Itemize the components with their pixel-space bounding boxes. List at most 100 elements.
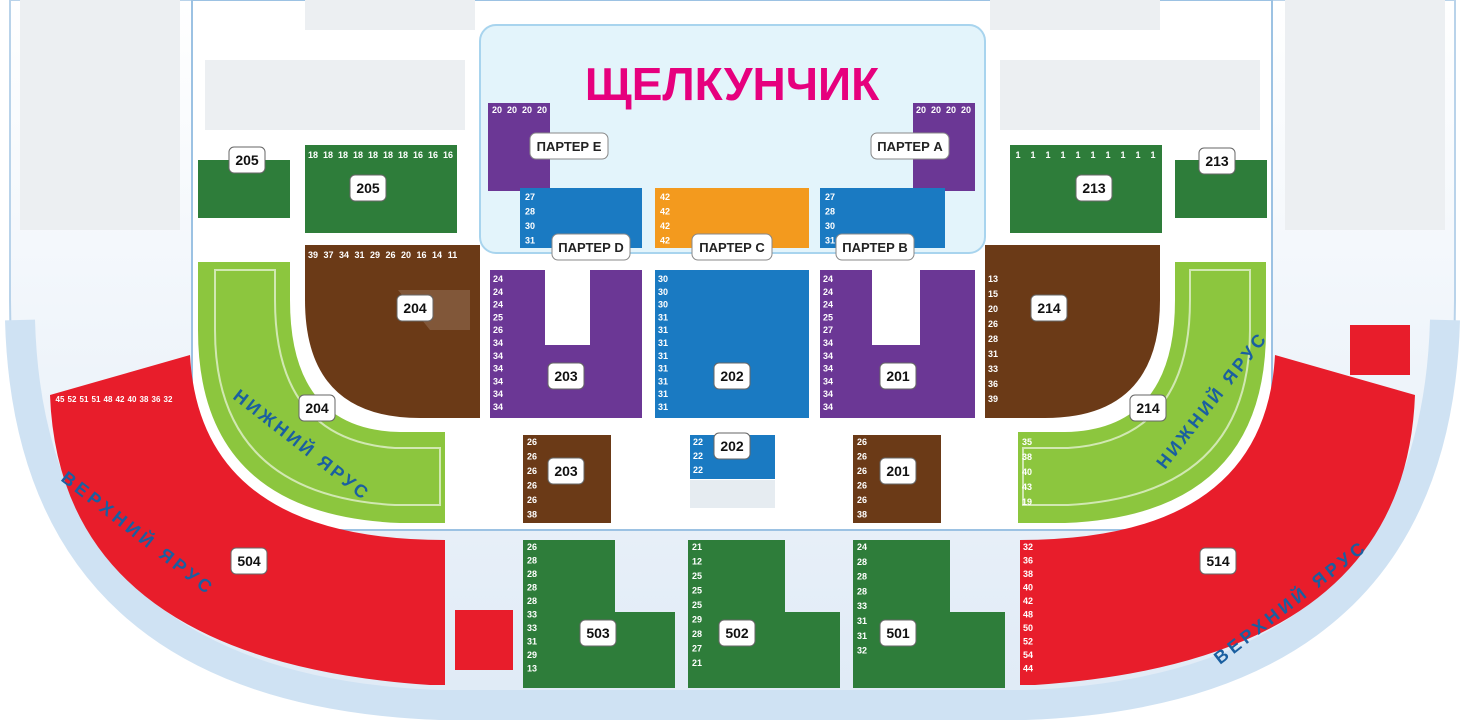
row-label: 11	[448, 250, 458, 260]
row-label: 25	[493, 312, 503, 322]
section-514-top-small[interactable]	[1350, 325, 1410, 375]
row-label: 34	[823, 338, 833, 348]
row-label: 26	[857, 481, 867, 491]
row-label: 15	[988, 289, 998, 299]
row-label: 21	[692, 542, 702, 552]
row-label: 31	[857, 631, 867, 641]
section-202-main[interactable]	[655, 270, 809, 418]
row-label: 30	[658, 287, 668, 297]
row-label: 26	[527, 452, 537, 462]
row-label: 1	[1150, 150, 1155, 160]
section-plate-504: 504	[230, 547, 268, 575]
section-plate-204: 204	[396, 294, 434, 322]
row-label: 22	[693, 437, 703, 447]
row-label: 31	[857, 616, 867, 626]
row-label: 33	[988, 364, 998, 374]
section-214-brown[interactable]	[985, 245, 1160, 418]
row-label: 45	[56, 395, 65, 404]
row-label: 31	[658, 364, 668, 374]
section-204-lower[interactable]	[198, 262, 445, 523]
row-label: 43	[1022, 482, 1032, 492]
row-label: 24	[857, 542, 867, 552]
svg-text:203: 203	[554, 368, 578, 384]
row-label: 24	[493, 274, 503, 284]
row-label: 44	[1023, 664, 1033, 674]
svg-text:203: 203	[554, 463, 578, 479]
row-label: 31	[525, 236, 535, 246]
row-label: 40	[1023, 583, 1033, 593]
row-label: 50	[1023, 623, 1033, 633]
row-label: 42	[660, 207, 670, 217]
row-label: 13	[527, 664, 537, 674]
row-label: 36	[1023, 556, 1033, 566]
row-label: 24	[493, 300, 503, 310]
section-514[interactable]	[1020, 355, 1415, 685]
row-label: 34	[823, 351, 833, 361]
row-label: 40	[1022, 467, 1032, 477]
row-label: 20	[946, 105, 956, 115]
row-label: 38	[857, 510, 867, 520]
row-label: 1	[1105, 150, 1110, 160]
row-label: 30	[825, 221, 835, 231]
row-label: 24	[823, 274, 833, 284]
row-label: 26	[493, 325, 503, 335]
svg-text:205: 205	[235, 152, 259, 168]
section-plate-213: 213	[1075, 174, 1113, 202]
row-label: 31	[354, 250, 364, 260]
section-203-main[interactable]	[490, 270, 642, 418]
row-label: 16	[443, 150, 453, 160]
row-label: 34	[493, 402, 503, 412]
row-label: 35	[1022, 437, 1032, 447]
row-label: 30	[658, 274, 668, 284]
section-plate-205: 205	[228, 146, 266, 174]
section-plate-203: 203	[547, 362, 585, 390]
section-504-small[interactable]	[455, 610, 513, 670]
row-label: 28	[527, 596, 537, 606]
row-label: 34	[823, 364, 833, 374]
row-label: 16	[413, 150, 423, 160]
section-plate-201: 201	[879, 457, 917, 485]
svg-text:502: 502	[725, 625, 749, 641]
section-202-lower[interactable]	[690, 435, 775, 508]
svg-text:205: 205	[356, 180, 380, 196]
row-label: 26	[527, 437, 537, 447]
section-502[interactable]	[688, 540, 840, 688]
section-plate-514: 514	[1199, 547, 1237, 575]
row-label: 28	[692, 629, 702, 639]
row-label: 1	[1030, 150, 1035, 160]
section-plate-213: 213	[1198, 147, 1236, 175]
row-label: 18	[323, 150, 333, 160]
section-503[interactable]	[523, 540, 675, 688]
svg-text:213: 213	[1205, 153, 1229, 169]
row-label: 51	[92, 395, 101, 404]
row-label: 18	[338, 150, 348, 160]
section-plate-214: 214	[1129, 394, 1167, 422]
row-label: 33	[527, 623, 537, 633]
row-label: 34	[493, 351, 503, 361]
row-label: 26	[857, 466, 867, 476]
section-201-main[interactable]	[820, 270, 975, 418]
section-plate-204: 204	[298, 394, 336, 422]
row-label: 1	[1120, 150, 1125, 160]
row-label: 29	[370, 250, 380, 260]
section-plate-502: 502	[718, 619, 756, 647]
svg-text:ПАРТЕР В: ПАРТЕР В	[842, 240, 908, 255]
row-label: 34	[493, 338, 503, 348]
row-label: 52	[1023, 637, 1033, 647]
row-label: 38	[1023, 569, 1033, 579]
row-label: 26	[385, 250, 395, 260]
section-501[interactable]	[853, 540, 1005, 688]
svg-text:202: 202	[720, 438, 744, 454]
row-label: 28	[825, 207, 835, 217]
svg-text:ПАРТЕР D: ПАРТЕР D	[558, 240, 624, 255]
row-label: 38	[527, 510, 537, 520]
section-504[interactable]	[50, 355, 445, 685]
section-214-lower[interactable]	[1018, 262, 1266, 523]
row-label: 26	[527, 466, 537, 476]
row-label: 29	[527, 650, 537, 660]
